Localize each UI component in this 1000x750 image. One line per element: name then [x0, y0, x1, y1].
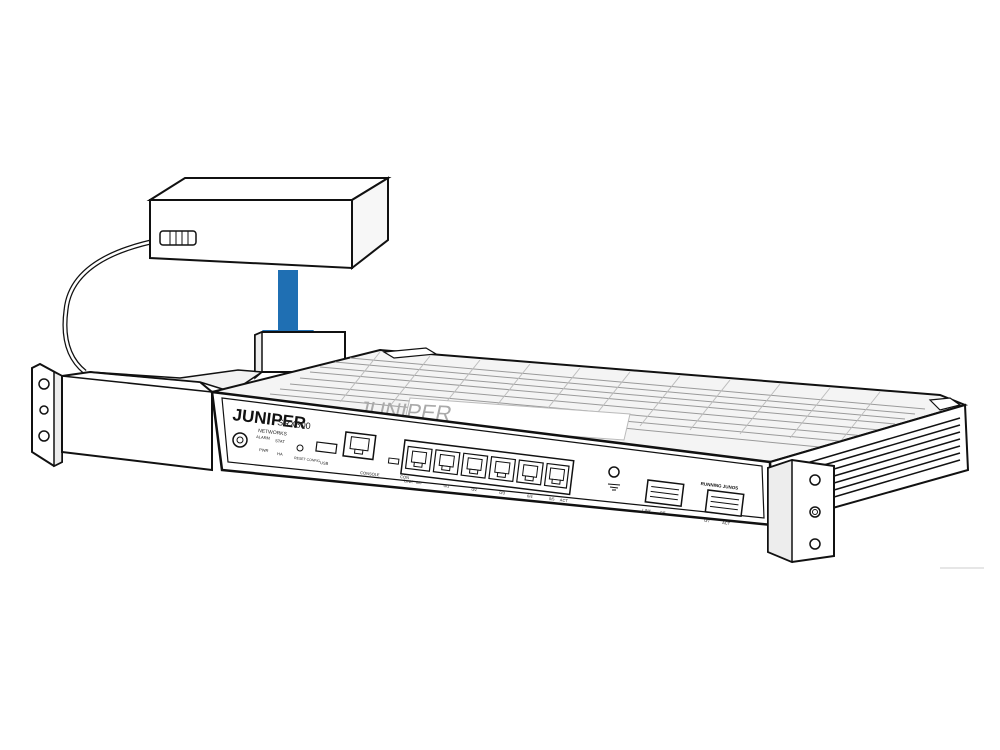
ground-icon — [607, 483, 621, 491]
port-label: 0/3 — [499, 490, 506, 496]
usb-port[interactable] — [315, 441, 338, 455]
power-cable — [62, 237, 161, 374]
act-label: ACT — [560, 497, 569, 503]
ethernet-port-block: LINK 0/0 0/1 0/2 0/3 0/4 0/5 ACT — [400, 439, 575, 503]
mini-usb-label: CON — [400, 474, 410, 480]
link-label: LINK — [404, 478, 414, 484]
ethernet-port[interactable] — [460, 452, 489, 479]
port-label: 0/2 — [471, 486, 478, 492]
left-rack-ear — [31, 362, 63, 468]
mini-usb-port[interactable] — [387, 457, 400, 465]
led-label-ha: HA — [277, 451, 283, 457]
port-label: 0/1 — [443, 483, 450, 489]
ethernet-port[interactable] — [516, 459, 544, 486]
ethernet-port[interactable] — [488, 456, 517, 483]
port-label: 0/0 — [416, 480, 423, 486]
reset-button[interactable] — [296, 444, 304, 452]
sfp-label: LINK — [642, 508, 652, 514]
model-text: SRX300 — [277, 417, 312, 431]
device-rear-tab — [382, 347, 438, 359]
ethernet-port[interactable] — [404, 445, 433, 472]
port-label: 0/5 — [549, 496, 556, 502]
led-label-alarm: ALARM — [256, 434, 270, 441]
sfp-label: 0/7 — [704, 518, 711, 524]
led-label-pwr: PWR — [259, 447, 269, 453]
led-label-stat: STAT — [275, 438, 286, 444]
sfp-label: ACT — [722, 520, 731, 526]
power-supply-tray — [61, 330, 346, 472]
front-panel: JUNIPER NETWORKS SRX300 ALARM PWR STAT H… — [210, 390, 774, 527]
running-junos-label: RUNNING JUNOS — [700, 481, 738, 491]
ethernet-port[interactable] — [543, 462, 570, 489]
console-label: CONSOLE — [360, 470, 380, 477]
device-corner-tab — [928, 397, 962, 411]
sfp-label: 0/6 — [660, 510, 667, 516]
usb-label: USB — [320, 460, 329, 466]
power-adapter — [146, 176, 392, 271]
port-label: 0/4 — [527, 493, 534, 499]
reset-label: RESET CONFIG — [294, 456, 321, 463]
ground-screw — [608, 466, 620, 478]
brand-sub-text: NETWORKS — [258, 428, 288, 438]
right-rack-ear — [767, 458, 835, 564]
ethernet-port[interactable] — [432, 449, 461, 476]
